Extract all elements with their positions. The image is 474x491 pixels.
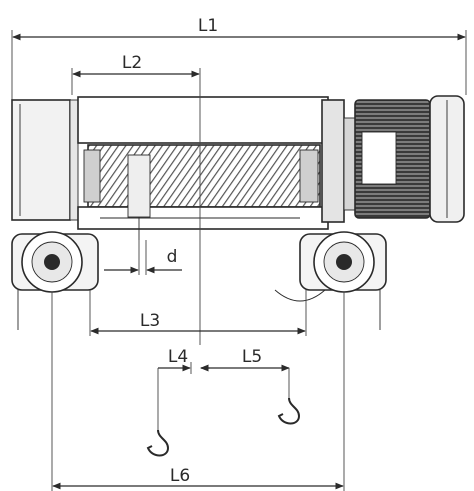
trolley-wheel-left: [11, 231, 99, 330]
dimension-L4: L4: [158, 347, 210, 374]
end-plate: [69, 99, 79, 221]
dimension-L3: L3: [89, 290, 307, 336]
gearbox: [321, 99, 345, 223]
label-L4: L4: [168, 347, 188, 367]
rope-guide: [127, 154, 151, 218]
cross-beam-arc: [274, 289, 326, 302]
label-L5: L5: [242, 347, 262, 367]
dimension-L6: L6: [51, 292, 345, 491]
hoist-body: [11, 95, 465, 240]
hook-right: [277, 368, 301, 425]
hook-icon: [146, 429, 170, 457]
dimension-L1: L1: [11, 16, 467, 100]
dimension-L2: L2: [71, 53, 200, 95]
label-d: d: [167, 247, 178, 267]
hook-left: [146, 368, 170, 457]
control-box: [11, 99, 71, 221]
dimension-d: d: [104, 240, 182, 275]
label-L1: L1: [198, 16, 218, 36]
wheel-axle: [44, 254, 60, 270]
trolley-wheel-right: [299, 231, 387, 330]
label-L6: L6: [170, 466, 190, 486]
label-L3: L3: [140, 311, 160, 331]
main-frame: [77, 96, 329, 144]
dimension-L5: L5: [200, 347, 290, 372]
rope-drum: [87, 144, 321, 208]
drum-flange-left: [83, 149, 101, 203]
hook-icon: [277, 397, 301, 425]
wheel-axle: [336, 254, 352, 270]
drum-flange-right: [299, 149, 319, 203]
label-L2: L2: [122, 53, 142, 73]
motor-terminal-box: [361, 131, 397, 185]
